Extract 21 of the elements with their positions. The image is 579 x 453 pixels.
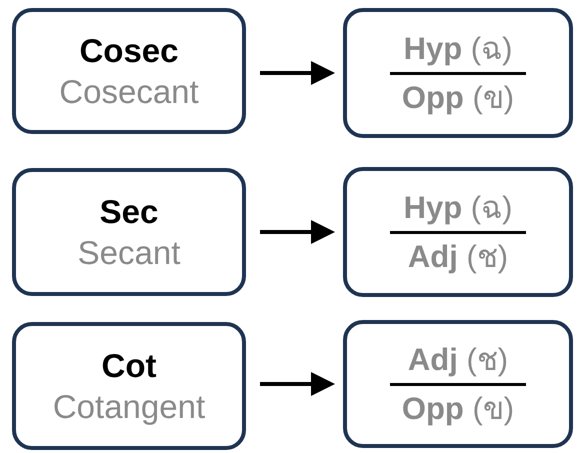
arrow — [260, 220, 335, 244]
arrow — [260, 372, 335, 396]
function-box — [12, 168, 246, 296]
function-box — [12, 8, 246, 134]
numerator: Adj (ช) — [408, 341, 508, 378]
ratio-box — [343, 167, 573, 297]
arrow — [260, 61, 335, 85]
function-name: Secant — [78, 233, 180, 273]
function-abbreviation: Cosec — [79, 30, 179, 71]
ratio-box — [343, 320, 573, 448]
numerator: Hyp (ฉ) — [404, 30, 512, 68]
function-name: Cosecant — [59, 72, 199, 112]
denominator: Opp (ข) — [402, 390, 514, 427]
numerator: Hyp (ฉ) — [404, 189, 512, 226]
function-name: Cotangent — [52, 387, 206, 427]
ratio-box — [343, 8, 573, 138]
function-box — [12, 322, 246, 450]
denominator: Adj (ช) — [408, 238, 508, 275]
denominator: Opp (ข) — [402, 78, 514, 116]
function-abbreviation: Sec — [100, 192, 158, 232]
function-abbreviation: Cot — [102, 346, 156, 386]
